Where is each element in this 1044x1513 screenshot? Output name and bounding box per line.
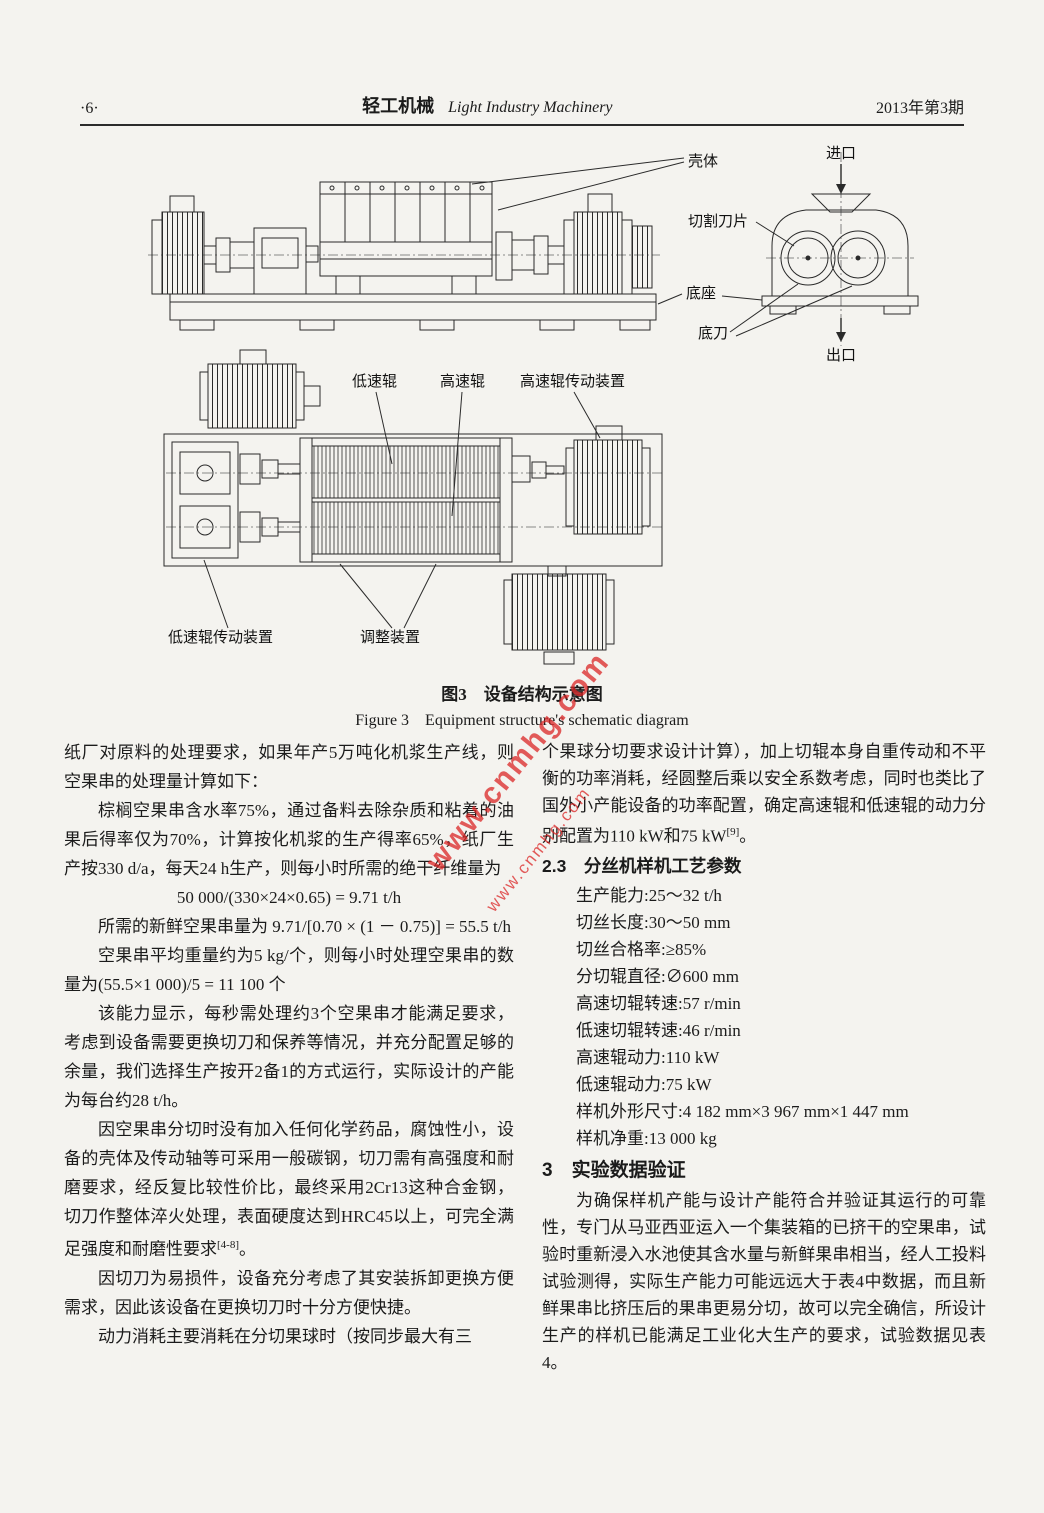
right-column: 个果球分切要求设计计算），加上切辊本身自重传动和不平衡的功率消耗，经圆整后乘以安… xyxy=(542,738,986,1376)
spec-item: 低速切辊转速:46 r/min xyxy=(576,1020,741,1040)
label-bottom-knife: 底刀 xyxy=(698,325,728,342)
paragraph: 棕榈空果串含水率75%，通过备料去除杂质和粘着的油果后得率仅为70%，计算按化机… xyxy=(64,801,514,878)
formula: 50 000/(330×24×0.65) = 9.71 t/h xyxy=(176,888,402,907)
plan-view-drawing xyxy=(163,349,663,665)
label-low-speed-drive: 低速辊传动装置 xyxy=(168,629,273,646)
journal-title-en: Light Industry Machinery xyxy=(448,99,613,116)
side-view-drawing xyxy=(148,181,660,331)
spec-item: 低速辊动力:75 kW xyxy=(576,1074,712,1094)
label-inlet: 进口 xyxy=(826,145,856,162)
label-base: 底座 xyxy=(686,285,716,302)
citation-ref: [4-8] xyxy=(217,1239,239,1251)
paragraph: 因空果串分切时没有加入任何化学药品，腐蚀性小，设备的壳体及传动轴等可采用一般碳钢… xyxy=(64,1115,514,1264)
paragraph: 空果串平均重量约为5 kg/个，则每小时处理空果串的数量为(55.5×1 000… xyxy=(64,946,514,994)
issue-info: 2013年第3期 xyxy=(875,100,964,117)
label-cutting-blade: 切割刀片 xyxy=(688,213,748,230)
label-high-speed-drive: 高速辊传动装置 xyxy=(520,373,625,390)
end-view-drawing xyxy=(761,152,919,346)
citation-ref: [9] xyxy=(726,826,740,838)
paragraph-text: 。 xyxy=(739,826,757,846)
paragraph: 纸厂对原料的处理要求，如果年产5万吨化机浆生产线，则空果串的处理量计算如下： xyxy=(64,743,514,791)
section-heading-3: 3 实验数据验证 xyxy=(542,1159,686,1181)
label-adjust-device: 调整装置 xyxy=(360,629,420,646)
spec-item: 切丝长度:30～50 mm xyxy=(576,912,731,932)
spec-list: 生产能力:25～32 t/h 切丝长度:30～50 mm 切丝合格率:≥85% … xyxy=(542,882,986,1152)
figure-caption-cn: 图3 设备结构示意图 xyxy=(441,685,603,704)
paragraph-text: 。 xyxy=(239,1239,256,1259)
spec-item: 切丝合格率:≥85% xyxy=(576,939,707,959)
label-high-speed-roller: 高速辊 xyxy=(440,373,485,390)
spec-item: 分切辊直径:∅600 mm xyxy=(576,966,739,986)
paper-page: ·6· 轻工机械 Light Industry Machinery 2013年第… xyxy=(0,96,1044,1513)
journal-title: 轻工机械 Light Industry Machinery xyxy=(362,92,612,118)
page-number: ·6· xyxy=(80,100,99,117)
spec-item: 生产能力:25～32 t/h xyxy=(576,885,722,905)
paragraph-text: 个果球分切要求设计计算），加上切辊本身自重传动和不平衡的功率消耗，经圆整后乘以安… xyxy=(542,742,986,846)
spec-item: 高速辊动力:110 kW xyxy=(576,1047,720,1067)
paragraph: 个果球分切要求设计计算），加上切辊本身自重传动和不平衡的功率消耗，经圆整后乘以安… xyxy=(542,738,986,850)
label-outlet: 出口 xyxy=(826,347,856,364)
leader-lines xyxy=(203,157,853,629)
paragraph: 因切刀为易损件，设备充分考虑了其安装拆卸更换方便需求，因此该设备在更换切刀时十分… xyxy=(64,1268,514,1317)
journal-title-cn: 轻工机械 xyxy=(362,96,435,116)
paragraph: 所需的新鲜空果串量为 9.71/[0.70 × (1 － 0.75)] = 55… xyxy=(98,917,511,936)
paragraph: 该能力显示，每秒需处理约3个空果串才能满足要求，考虑到设备需要更换切刀和保养等情… xyxy=(64,1004,514,1110)
paragraph: 为确保样机产能与设计产能符合并验证其运行的可靠性，专门从马亚西亚运入一个集装箱的… xyxy=(542,1190,986,1372)
paragraph-text: 因空果串分切时没有加入任何化学药品，腐蚀性小，设备的壳体及传动轴等可采用一般碳钢… xyxy=(64,1120,514,1259)
spec-item: 样机净重:13 000 kg xyxy=(576,1128,717,1148)
figure-3: 壳体 进口 切割刀片 底座 底刀 出口 低速辊 高速辊 高速辊传动装置 低速辊传… xyxy=(0,134,1044,682)
spec-item: 样机外形尺寸:4 182 mm×3 967 mm×1 447 mm xyxy=(576,1101,909,1121)
paragraph: 动力消耗主要消耗在分切果球时（按同步最大有三 xyxy=(98,1326,472,1346)
label-low-speed-roller: 低速辊 xyxy=(352,373,397,390)
section-heading-2-3: 2.3 分丝机样机工艺参数 xyxy=(542,855,742,876)
page-header: ·6· 轻工机械 Light Industry Machinery 2013年第… xyxy=(80,96,964,126)
article-body: 纸厂对原料的处理要求，如果年产5万吨化机浆生产线，则空果串的处理量计算如下： 棕… xyxy=(0,738,1044,1376)
spec-item: 高速切辊转速:57 r/min xyxy=(576,993,741,1013)
equipment-schematic: 壳体 进口 切割刀片 底座 底刀 出口 低速辊 高速辊 高速辊传动装置 低速辊传… xyxy=(148,145,919,665)
figure-caption-en: Figure 3 Equipment structure's schematic… xyxy=(355,712,689,729)
left-column: 纸厂对原料的处理要求，如果年产5万吨化机浆生产线，则空果串的处理量计算如下： 棕… xyxy=(64,738,514,1376)
label-shell: 壳体 xyxy=(688,153,718,170)
